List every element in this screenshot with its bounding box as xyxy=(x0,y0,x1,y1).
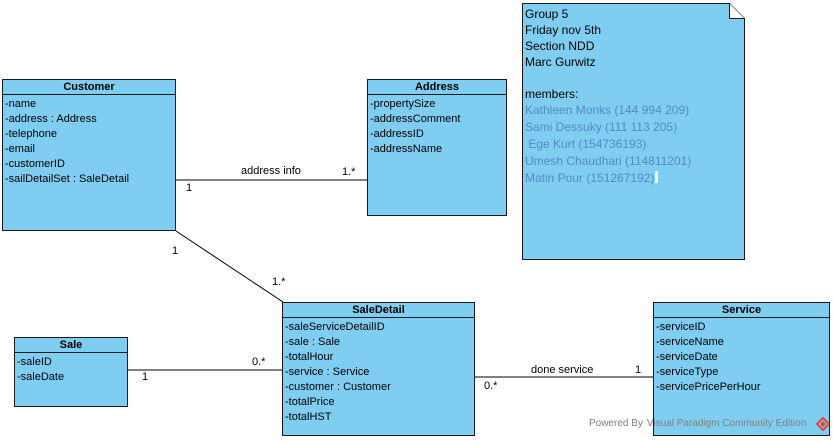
note-member-text: Matin Pour (151267192) xyxy=(525,171,655,185)
class-saledetail[interactable]: SaleDetail -saleServiceDetailID -sale : … xyxy=(282,302,475,436)
class-customer-name: Customer xyxy=(3,80,175,95)
note-line: Group 5 xyxy=(525,7,569,21)
class-service-attribute: -serviceID xyxy=(656,321,706,333)
class-saledetail-attribute: -customer : Customer xyxy=(285,381,391,393)
multiplicity-saledetail-service-saledetail-end: 0.* xyxy=(484,380,498,392)
class-service[interactable]: Service -serviceID -serviceName -service… xyxy=(653,302,830,436)
multiplicity-saledetail-service-service-end: 1 xyxy=(635,364,642,376)
multiplicity-customer-address-address-end: 1.* xyxy=(342,166,356,178)
note-content[interactable]: Group 5 Friday nov 5th Section NDD Marc … xyxy=(525,6,691,187)
note-member-text: Ege Kurt (154736193) xyxy=(525,137,647,151)
class-sale-attribute: -saleDate xyxy=(17,371,65,383)
class-customer[interactable]: Customer -name -address : Address -telep… xyxy=(2,79,176,231)
multiplicity-sale-saledetail-saledetail-end: 0.* xyxy=(252,356,266,368)
class-address-name: Address xyxy=(368,80,506,95)
class-service-attribute: -serviceDate xyxy=(656,351,718,363)
note-member: Ege Kurt (154736193) xyxy=(525,136,691,153)
class-saledetail-attribute: -totalHour xyxy=(285,351,334,363)
class-saledetail-attribute: -sale : Sale xyxy=(285,336,341,348)
class-customer-attribute: -address : Address xyxy=(5,113,97,125)
note-member: Sami Dessuky (111 113 205) xyxy=(525,120,678,134)
note-spacer xyxy=(525,70,691,86)
assoc-saledetail-service-label: done service xyxy=(531,364,594,376)
class-service-attribute: -serviceName xyxy=(656,336,724,348)
class-address-attribute: -addressName xyxy=(370,143,443,155)
class-saledetail-attribute: -totalHST xyxy=(285,411,332,423)
multiplicity-customer-address-customer-end: 1 xyxy=(186,182,193,194)
note-shape[interactable] xyxy=(522,3,745,260)
note-line: Friday nov 5th xyxy=(525,23,602,37)
note-member: Matin Pour (151267192) xyxy=(525,170,691,187)
class-saledetail-name: SaleDetail xyxy=(283,303,474,318)
assoc-customer-saledetail-line[interactable] xyxy=(175,230,284,303)
class-address-attribute: -addressID xyxy=(370,128,424,140)
note-fold xyxy=(729,3,745,19)
text-cursor-icon xyxy=(655,171,659,183)
class-sale-attribute: -saleID xyxy=(17,356,52,368)
class-address-attribute: -addressComment xyxy=(370,113,461,125)
watermark-prefix: Powered By xyxy=(589,418,643,429)
class-address[interactable]: Address -propertySize -addressComment -a… xyxy=(367,79,507,216)
class-service-name: Service xyxy=(654,303,829,318)
class-service-attribute: -serviceType xyxy=(656,366,719,378)
class-customer-attribute: -customerID xyxy=(5,158,65,170)
note-member: Umesh Chaudhari (114811201) xyxy=(525,154,692,168)
assoc-customer-address-label: address info xyxy=(241,165,301,177)
class-customer-attribute: -email xyxy=(5,143,35,155)
class-customer-attribute: -sailDetailSet : SaleDetail xyxy=(5,173,130,185)
note-line: Section NDD xyxy=(525,39,595,53)
visual-paradigm-logo-icon xyxy=(816,417,830,431)
class-saledetail-attribute: -totalPrice xyxy=(285,396,335,408)
class-customer-attribute: -name xyxy=(5,98,37,110)
class-saledetail-attribute: -saleServiceDetailID xyxy=(285,321,385,333)
class-saledetail-attribute: -service : Service xyxy=(285,366,370,378)
class-service-attribute: -servicePricePerHour xyxy=(656,381,761,393)
note-members-heading: members: xyxy=(525,87,579,101)
class-address-attribute: -propertySize xyxy=(370,98,436,110)
multiplicity-sale-saledetail-sale-end: 1 xyxy=(142,371,149,383)
class-sale-name: Sale xyxy=(15,338,127,353)
note-member: Kathleen Monks (144 994 209) xyxy=(525,103,690,117)
watermark-brand: Visual Paradigm Community Edition xyxy=(646,418,807,429)
class-sale[interactable]: Sale -saleID -saleDate xyxy=(14,337,128,407)
class-customer-attribute: -telephone xyxy=(5,128,57,140)
multiplicity-customer-saledetail-customer-end: 1 xyxy=(172,245,179,257)
multiplicity-customer-saledetail-saledetail-end: 1.* xyxy=(272,276,286,288)
note-line: Marc Gurwitz xyxy=(525,55,596,69)
